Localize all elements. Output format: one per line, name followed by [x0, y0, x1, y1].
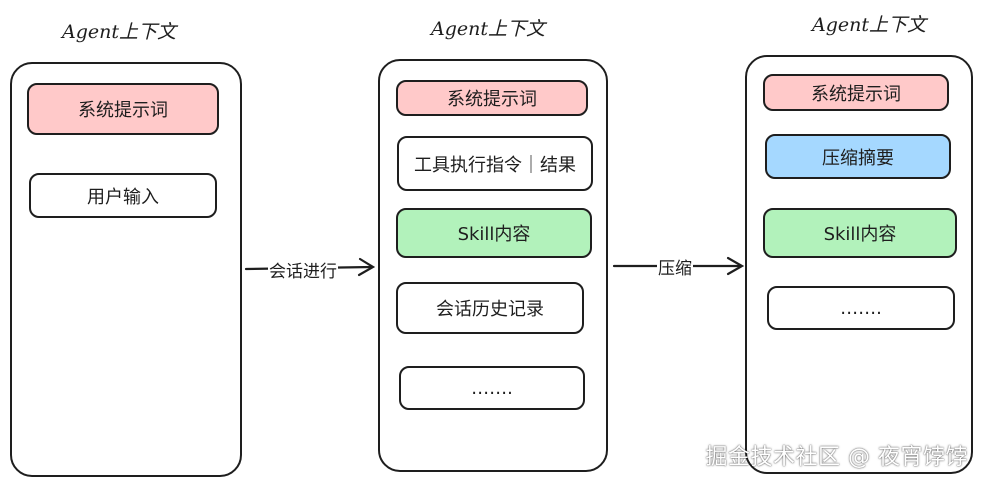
context-panel-2: 系统提示词 工具执行指令｜结果 Skill内容 会话历史记录 ……. [378, 59, 608, 472]
watermark: 掘金技术社区 @ 夜宵饽饽 [705, 445, 968, 470]
system-prompt-box: 系统提示词 [27, 83, 219, 135]
skill-content-box: Skill内容 [396, 208, 592, 258]
skill-content-box: Skill内容 [763, 208, 957, 258]
context-panel-3: 系统提示词 压缩摘要 Skill内容 ……. [745, 55, 973, 474]
system-prompt-box: 系统提示词 [396, 80, 588, 116]
panel-3-title: Agent上下文 [812, 14, 927, 36]
ellipsis-box: ……. [399, 366, 585, 410]
tool-exec-result-box: 工具执行指令｜结果 [397, 136, 593, 191]
panel-2-title: Agent上下文 [431, 18, 546, 40]
session-history-box: 会话历史记录 [396, 282, 584, 334]
panel-1-title: Agent上下文 [62, 21, 177, 43]
compressed-summary-box: 压缩摘要 [765, 134, 951, 179]
context-panel-1: 系统提示词 用户输入 [10, 62, 242, 477]
ellipsis-box: ……. [767, 286, 955, 330]
arrow-label-continue-session: 会话进行 [268, 257, 338, 282]
user-input-box: 用户输入 [29, 173, 217, 218]
arrow-label-compress: 压缩 [657, 254, 693, 279]
system-prompt-box: 系统提示词 [763, 74, 949, 111]
